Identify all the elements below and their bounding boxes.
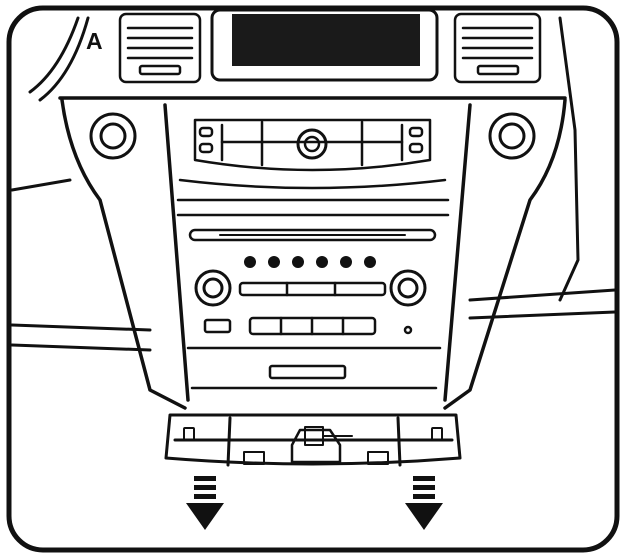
dash-outline (10, 16, 617, 352)
volume-knob (194, 269, 232, 307)
preset-button (268, 256, 280, 268)
left-vent (118, 12, 202, 84)
trim-bezel (164, 413, 462, 467)
right-down-arrow (405, 476, 443, 530)
right-vent (453, 12, 542, 84)
radio-bar (238, 281, 387, 297)
panel-separators (176, 178, 450, 217)
cd-slot (188, 228, 437, 242)
pull-down-arrows (186, 476, 443, 530)
center-display (210, 8, 439, 82)
frame-border (6, 5, 620, 553)
right-hazard-knob (488, 112, 536, 160)
console-body (58, 96, 567, 410)
climate-panel (193, 118, 432, 172)
function-buttons (203, 316, 413, 336)
left-hazard-knob (89, 112, 137, 160)
display-screen (232, 14, 420, 66)
preset-button (340, 256, 352, 268)
preset-button (364, 256, 376, 268)
tune-knob (389, 269, 427, 307)
preset-button (316, 256, 328, 268)
preset-buttons (244, 256, 376, 268)
left-down-arrow (186, 476, 224, 530)
step-label: A (86, 28, 103, 54)
preset-button (292, 256, 304, 268)
lower-panel (186, 346, 442, 390)
preset-button (244, 256, 256, 268)
